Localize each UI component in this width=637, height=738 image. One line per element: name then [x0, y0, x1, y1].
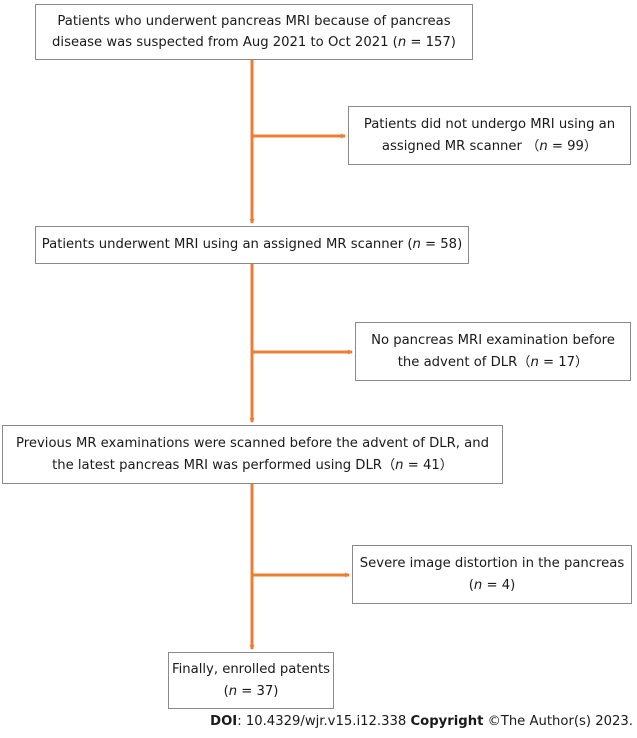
excluded-no-prior-mri-box: No pancreas MRI examination before the a… [355, 322, 631, 381]
excluded-distortion-line-1: Severe image distortion in the pancreas [359, 556, 625, 572]
excluded-no-prior-line-1: No pancreas MRI examination before [371, 333, 615, 349]
assigned-scanner-line-1: Patients underwent MRI using an assigned… [41, 237, 463, 253]
dlr-eligible-box: Previous MR examinations were scanned be… [2, 425, 503, 484]
excluded-scanner-line-2: assigned MR scanner （n = 99） [381, 138, 598, 154]
excluded-distortion-box: Severe image distortion in the pancreas … [352, 545, 632, 604]
doi-value: : 10.4329/wjr.v15.i12.338 [237, 714, 411, 729]
excluded-no-prior-line-2: the advent of DLR（n = 17） [397, 354, 589, 370]
excluded-scanner-line-1: Patients did not undergo MRI using an [363, 117, 616, 133]
assigned-scanner-box: Patients underwent MRI using an assigned… [35, 226, 469, 264]
citation-footer: DOI: 10.4329/wjr.v15.i12.338 Copyright ©… [210, 714, 633, 729]
screened-patients-box: Patients who underwent pancreas MRI beca… [35, 4, 473, 60]
dlr-eligible-line-1: Previous MR examinations were scanned be… [16, 436, 489, 452]
excluded-no-assigned-scanner-box: Patients did not undergo MRI using an as… [348, 106, 631, 165]
copyright-text: ©The Author(s) 2023. [483, 714, 633, 729]
doi-label: DOI [210, 714, 238, 729]
screened-line-2: disease was suspected from Aug 2021 to O… [52, 35, 456, 50]
copyright-label: Copyright [410, 714, 484, 729]
excluded-distortion-line-2: (n = 4) [468, 577, 516, 593]
dlr-eligible-line-2: the latest pancreas MRI was performed us… [52, 457, 453, 473]
enrolled-patients-box: Finally, enrolled patents (n = 37) [168, 652, 334, 709]
enrolled-line-2: (n = 37) [223, 683, 279, 699]
enrolled-line-1: Finally, enrolled patents [171, 662, 331, 678]
screened-line-1: Patients who underwent pancreas MRI beca… [57, 13, 451, 29]
